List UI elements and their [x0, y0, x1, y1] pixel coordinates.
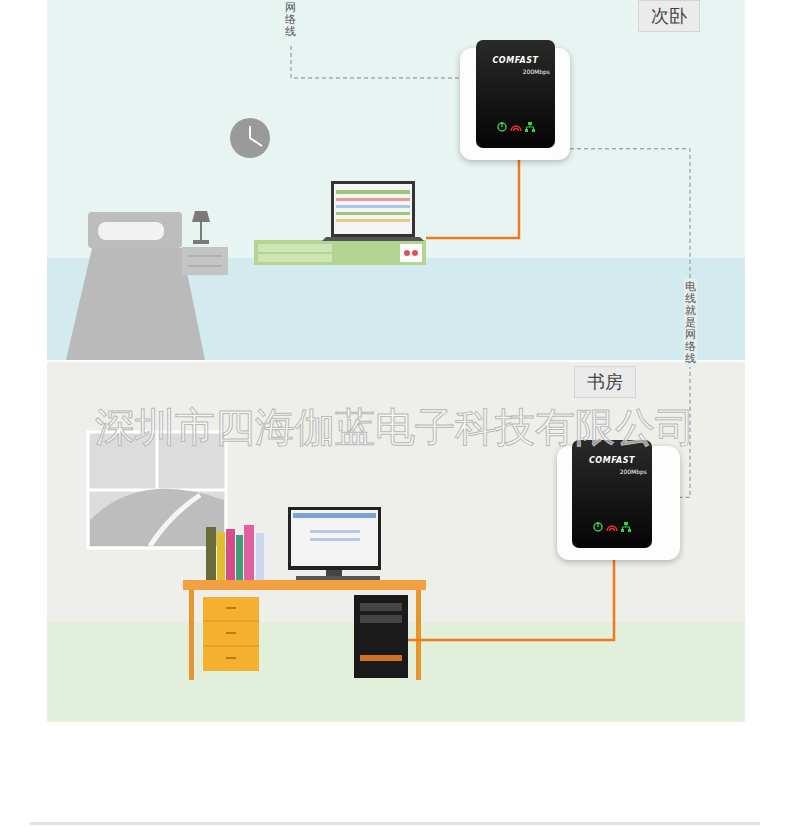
- bed-part: [98, 222, 164, 240]
- monitor-part: [288, 507, 381, 570]
- speed-rating: 200Mbps: [620, 468, 647, 475]
- laptop: [322, 181, 424, 241]
- desk-part: [226, 607, 236, 609]
- desk: [183, 580, 426, 680]
- nightstand: [182, 211, 228, 275]
- pc-tower-part: [360, 655, 402, 661]
- books-part: [265, 530, 274, 580]
- books: [206, 525, 274, 580]
- room-label: 书房: [574, 366, 636, 398]
- room-name: 书房: [587, 371, 623, 392]
- brand-name: COMFAST: [476, 56, 555, 65]
- tv-cabinet-part: [412, 250, 418, 256]
- pc-tower-part: [354, 595, 408, 678]
- desk-part: [226, 657, 236, 659]
- tv-cabinet: [254, 240, 426, 265]
- bedroom-background-part: [47, 0, 745, 360]
- wall-clock: [230, 118, 270, 158]
- nightstand-part: [182, 247, 228, 275]
- laptop-part: [336, 219, 410, 222]
- desk-part: [416, 590, 421, 680]
- nightstand-part: [200, 222, 202, 240]
- adapter-face: COMFAST 200Mbps: [476, 40, 555, 148]
- desk-part: [226, 632, 236, 634]
- monitor: [288, 507, 381, 580]
- bedroom-background: [47, 0, 745, 360]
- books-part: [236, 535, 243, 580]
- desk-part: [189, 590, 194, 680]
- books-part: [226, 529, 235, 580]
- tv-cabinet-part: [404, 250, 410, 256]
- status-leds: [496, 121, 536, 133]
- wall-clock-part: [230, 118, 270, 158]
- watermark: 深圳市四海伽蓝电子科技有限公司: [95, 400, 695, 455]
- books-part: [206, 527, 216, 580]
- cable-note: 网络线: [285, 2, 296, 38]
- monitor-part: [310, 538, 360, 541]
- desk-part: [183, 580, 426, 590]
- status-leds: [592, 521, 632, 533]
- network-cable-dashed-part: [291, 46, 462, 78]
- study-background: [47, 362, 745, 722]
- brand-name: COMFAST: [572, 456, 652, 465]
- pc-tower-part: [360, 615, 402, 623]
- bed: [66, 212, 205, 360]
- laptop-part: [336, 212, 410, 215]
- pc-tower: [354, 595, 408, 678]
- tv-cabinet-part: [400, 244, 422, 262]
- tv-cabinet-part: [258, 254, 332, 262]
- bed-part: [88, 212, 182, 248]
- books-part: [256, 533, 264, 580]
- powerline-adapter: COMFAST 200Mbps: [460, 48, 570, 160]
- laptop-part: [331, 181, 415, 237]
- nightstand-part: [192, 211, 210, 222]
- window-part: [150, 495, 200, 546]
- orange-cables-part: [408, 548, 614, 640]
- connector-label: 电线就是网络线: [684, 279, 697, 368]
- room-name: 次卧: [651, 5, 687, 26]
- monitor-part: [291, 510, 378, 566]
- room-label: 次卧: [638, 0, 700, 32]
- pc-tower-part: [360, 603, 402, 611]
- nightstand-part: [188, 256, 222, 257]
- laptop-part: [336, 198, 410, 201]
- network-cable-dashed: [291, 46, 462, 78]
- window-part: [90, 489, 224, 546]
- monitor-part: [326, 570, 342, 576]
- speed-rating: 200Mbps: [523, 68, 550, 75]
- powerline-adapter: COMFAST 200Mbps: [557, 446, 680, 560]
- tv-cabinet-part: [254, 240, 426, 265]
- monitor-part: [310, 530, 360, 533]
- books-part: [244, 525, 254, 580]
- laptop-part: [336, 190, 410, 194]
- bottom-rule-part: [30, 822, 760, 825]
- orange-cables-part: [426, 148, 519, 238]
- laptop-part: [334, 184, 412, 234]
- bottom-rule: [30, 822, 760, 825]
- desk-part: [203, 646, 259, 647]
- nightstand-part: [193, 240, 209, 244]
- monitor-part: [293, 513, 376, 518]
- desk-part: [203, 621, 259, 622]
- tv-cabinet-part: [258, 244, 332, 252]
- laptop-part: [336, 205, 410, 208]
- desk-part: [203, 597, 259, 671]
- wall-clock-part: [250, 126, 262, 146]
- adapter-face: COMFAST 200Mbps: [572, 440, 652, 548]
- books-part: [217, 532, 225, 580]
- laptop-part: [322, 237, 424, 241]
- nightstand-part: [188, 266, 222, 267]
- monitor-part: [296, 576, 380, 580]
- study-background-part: [47, 362, 745, 722]
